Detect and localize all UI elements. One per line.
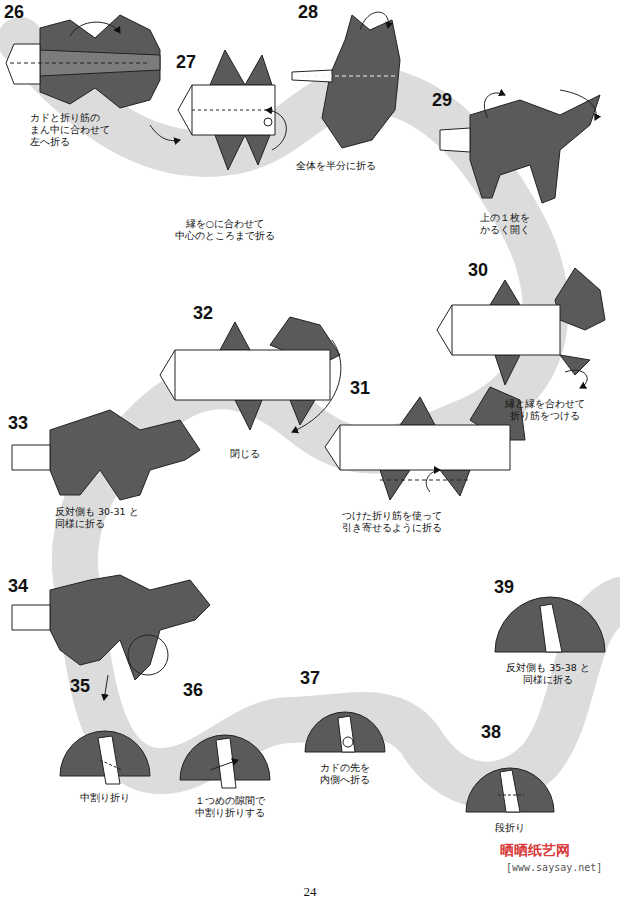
fold-figure-part xyxy=(6,12,605,812)
fold-figure-part xyxy=(50,410,200,500)
instruction-note: 反対側も 35-38 と 同様に折る xyxy=(500,662,596,686)
fold-figure-part xyxy=(50,575,210,680)
instruction-note: 全体を半分に折る xyxy=(296,160,376,172)
step-number: 36 xyxy=(183,680,203,700)
fold-figure-part xyxy=(40,50,160,76)
fold-figure-part xyxy=(305,712,385,752)
fold-figure-part xyxy=(178,85,275,135)
instruction-note: 中割り折り xyxy=(80,792,130,804)
step-number: 34 xyxy=(8,576,28,596)
instruction-note: つけた折り筋を使って 引き寄せるように折る xyxy=(342,510,442,534)
fold-figure-part xyxy=(12,605,50,630)
fold-figure-part xyxy=(160,350,330,400)
step-number: 27 xyxy=(176,52,196,72)
instruction-note: １つめの隙間で 中割り折りする xyxy=(195,795,265,819)
step-number: 28 xyxy=(298,2,318,22)
fold-figure-part xyxy=(175,350,176,400)
step-number: 32 xyxy=(193,303,213,323)
fold-figure-part xyxy=(565,370,587,388)
fold-figure-part xyxy=(440,470,470,496)
fold-figure-part xyxy=(560,90,596,120)
page-number: 24 xyxy=(304,884,317,900)
step-number: 33 xyxy=(8,413,28,433)
fold-figure-part xyxy=(360,12,388,30)
instruction-note: 縁を○に合わせて 中心のところまで折る xyxy=(175,218,275,242)
fold-figure-part xyxy=(340,425,341,470)
fold-figure-part xyxy=(266,110,286,150)
fold-figure-part xyxy=(437,305,560,355)
fold-figure-part xyxy=(490,280,520,305)
fold-figure-part xyxy=(220,322,250,350)
fold-figure-part xyxy=(245,135,270,165)
fold-figure-part xyxy=(210,760,238,770)
watermark: 晒晒纸艺网 xyxy=(500,842,570,860)
fold-figure-part xyxy=(400,397,435,425)
step-number: 26 xyxy=(4,2,24,22)
fold-figure-part xyxy=(98,736,120,784)
instruction-note: カドと折り筋の まん中に合わせて 左へ折る xyxy=(30,112,110,148)
fold-figure-part xyxy=(338,716,355,752)
fold-figure-part xyxy=(100,760,122,770)
step-number: 39 xyxy=(494,577,514,597)
step-number: 35 xyxy=(70,676,90,696)
instruction-note: 縁と縁を合わせて 折り筋をつける xyxy=(505,398,585,422)
fold-figure-part xyxy=(560,355,590,375)
fold-figure-part xyxy=(70,22,120,36)
fold-figure-part xyxy=(292,340,341,432)
fold-figure-part xyxy=(426,470,440,492)
instruction-note: 反対側も 30-31 と 同様に折る xyxy=(55,506,151,530)
fold-figure-part xyxy=(343,737,353,747)
fold-figure-part xyxy=(452,305,453,355)
fold-figure-part xyxy=(495,597,605,652)
fold-figure-part xyxy=(466,768,554,812)
fold-figure-part xyxy=(440,128,470,152)
instruction-note: カドの先を 内側へ折る xyxy=(320,762,370,786)
fold-figure-part xyxy=(128,635,168,675)
fold-figure-part xyxy=(380,470,410,500)
step-number: 30 xyxy=(468,260,488,280)
instruction-note: 上の１枚を かるく開く xyxy=(480,212,530,236)
fold-figure-part xyxy=(555,268,605,330)
fold-figure-part xyxy=(300,76,398,77)
fold-figure-part xyxy=(325,425,510,470)
step-number: 38 xyxy=(481,722,501,742)
fold-figure-part xyxy=(292,70,332,82)
watermark-url: [www.saysay.net] xyxy=(506,862,602,873)
fold-figure-part xyxy=(498,795,524,796)
instruction-note: 段折り xyxy=(495,822,525,834)
fold-figure-part xyxy=(6,44,40,84)
fold-figure-part xyxy=(322,15,400,148)
fold-figure-part xyxy=(12,445,50,470)
fold-figure-part xyxy=(500,770,520,812)
fold-figure-part xyxy=(264,118,272,126)
fold-figure-part xyxy=(20,40,620,785)
fold-figure-part xyxy=(216,738,236,788)
fold-figure-part xyxy=(192,110,275,111)
step-number: 29 xyxy=(432,90,452,110)
fold-figure-part xyxy=(215,135,245,170)
fold-figure-part xyxy=(470,95,600,203)
step-number: 37 xyxy=(300,668,320,688)
step-number: 31 xyxy=(350,378,370,398)
fold-figure-part xyxy=(540,604,562,652)
fold-figure-part xyxy=(40,15,160,108)
fold-figure-part xyxy=(235,400,262,430)
fold-figure-part xyxy=(210,50,245,85)
fold-figure-part xyxy=(104,675,108,700)
fold-figure-part xyxy=(380,480,470,481)
fold-figure-part xyxy=(245,55,272,85)
instruction-note: 閉じる xyxy=(230,448,260,460)
fold-figure-part xyxy=(150,125,180,141)
fold-figure-part xyxy=(484,93,505,118)
fold-figure-part xyxy=(10,63,150,64)
fold-figure-part xyxy=(495,355,520,385)
